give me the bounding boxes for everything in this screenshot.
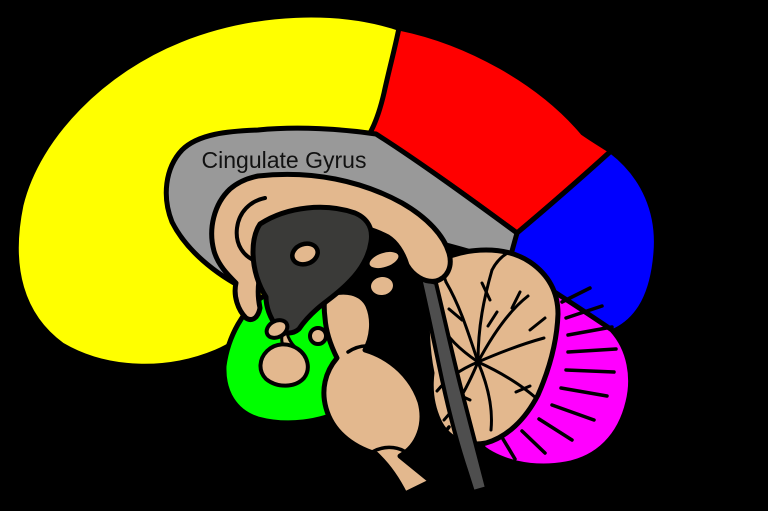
pineal-body <box>365 247 403 273</box>
cingulate-gyrus-label: Cingulate Gyrus <box>202 147 367 173</box>
mammillary-body <box>308 326 328 346</box>
cerebellum-striations <box>436 286 618 463</box>
medulla-fold-line <box>370 445 406 454</box>
pons-fold-line <box>346 344 385 354</box>
genu-curl-line <box>234 196 267 264</box>
pituitary-gland <box>258 342 310 388</box>
interthalamic-adhesion <box>290 241 320 267</box>
thalamus-region <box>250 204 374 336</box>
brainstem-region <box>321 289 449 497</box>
colliculi-lump <box>367 272 397 300</box>
fourth-ventricle-stripe <box>418 276 489 494</box>
